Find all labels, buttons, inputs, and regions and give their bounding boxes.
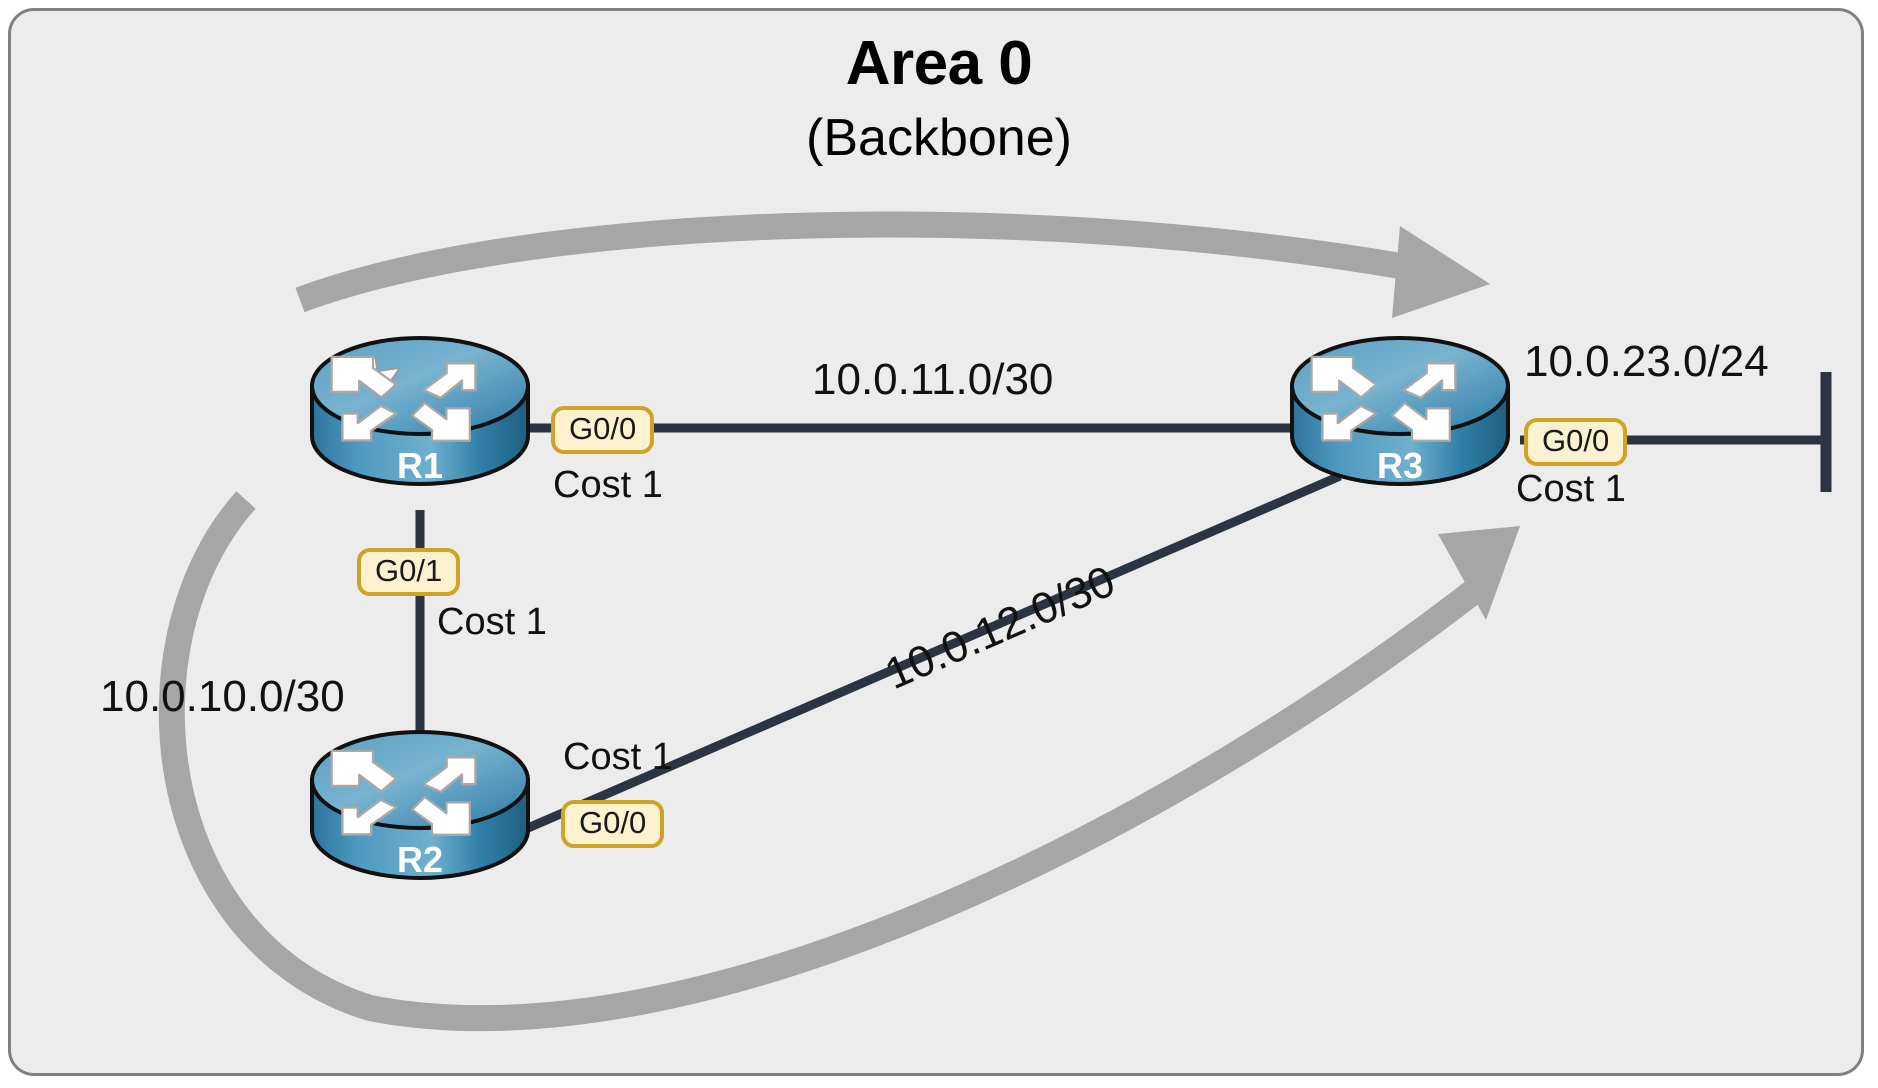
router-r1-icon[interactable]: R1 <box>310 336 530 486</box>
router-r2-icon[interactable]: R2 <box>310 730 530 880</box>
network-label-r3-lan: 10.0.23.0/24 <box>1524 337 1769 386</box>
router-r3-label: R3 <box>1377 445 1423 486</box>
flow-arrow-bottom-icon <box>158 491 1520 1032</box>
link-r2-r3 <box>503 471 1342 843</box>
interface-badge-r3-g00[interactable]: G0/0 <box>1524 418 1628 466</box>
network-label-r1-r2: 10.0.10.0/30 <box>100 672 345 721</box>
router-r1-label: R1 <box>397 445 443 486</box>
cost-label-r1-g00: Cost 1 <box>553 464 663 506</box>
interface-badge-r1-g00[interactable]: G0/0 <box>551 406 655 454</box>
page-title: Area 0 <box>845 29 1033 98</box>
router-r3-icon[interactable]: R3 <box>1290 336 1510 486</box>
interface-badge-r1-g01[interactable]: G0/1 <box>357 548 461 596</box>
interface-badge-r2-g00[interactable]: G0/0 <box>561 800 665 848</box>
network-label-r1-r3: 10.0.11.0/30 <box>812 355 1054 404</box>
cost-label-r1-g01: Cost 1 <box>437 601 547 643</box>
page-subtitle: (Backbone) <box>806 109 1072 167</box>
router-r2-label: R2 <box>397 839 443 880</box>
cost-label-r2-g00: Cost 1 <box>563 736 673 778</box>
cost-label-r3-g00: Cost 1 <box>1516 468 1626 510</box>
flow-arrow-top-icon <box>295 211 1490 318</box>
